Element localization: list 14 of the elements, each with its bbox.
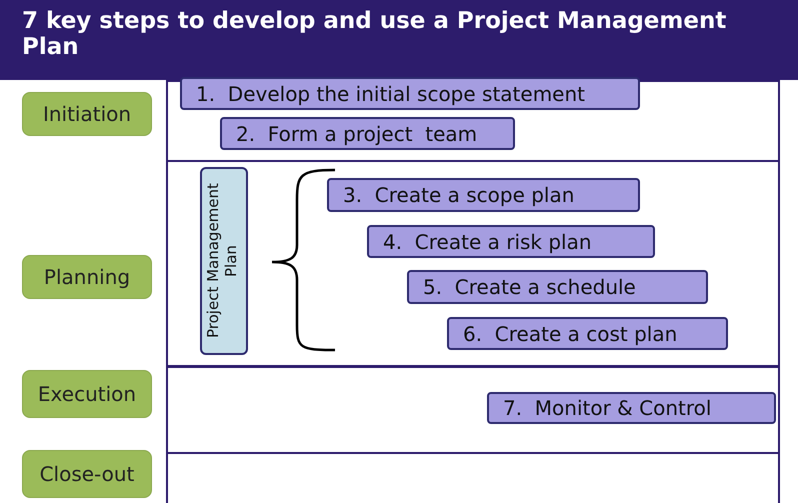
step-box: 7. Monitor & Control (487, 392, 776, 424)
step-box: 2. Form a project team (220, 117, 515, 150)
phase-label: Execution (22, 370, 152, 418)
plan-box (200, 167, 248, 355)
step-box: 4. Create a risk plan (367, 225, 655, 258)
phase-label: Initiation (22, 92, 152, 136)
step-box: 1. Develop the initial scope statement (180, 77, 640, 110)
plan-label: Project Management Plan (204, 182, 241, 340)
phase-label: Planning (22, 255, 152, 299)
title-bar: 7 key steps to develop and use a Project Management Plan (0, 0, 798, 80)
step-box: 3. Create a scope plan (327, 178, 640, 212)
step-box: 6. Create a cost plan (447, 317, 728, 350)
step-box: 5. Create a schedule (407, 270, 708, 304)
phase-label: Close-out (22, 450, 152, 498)
